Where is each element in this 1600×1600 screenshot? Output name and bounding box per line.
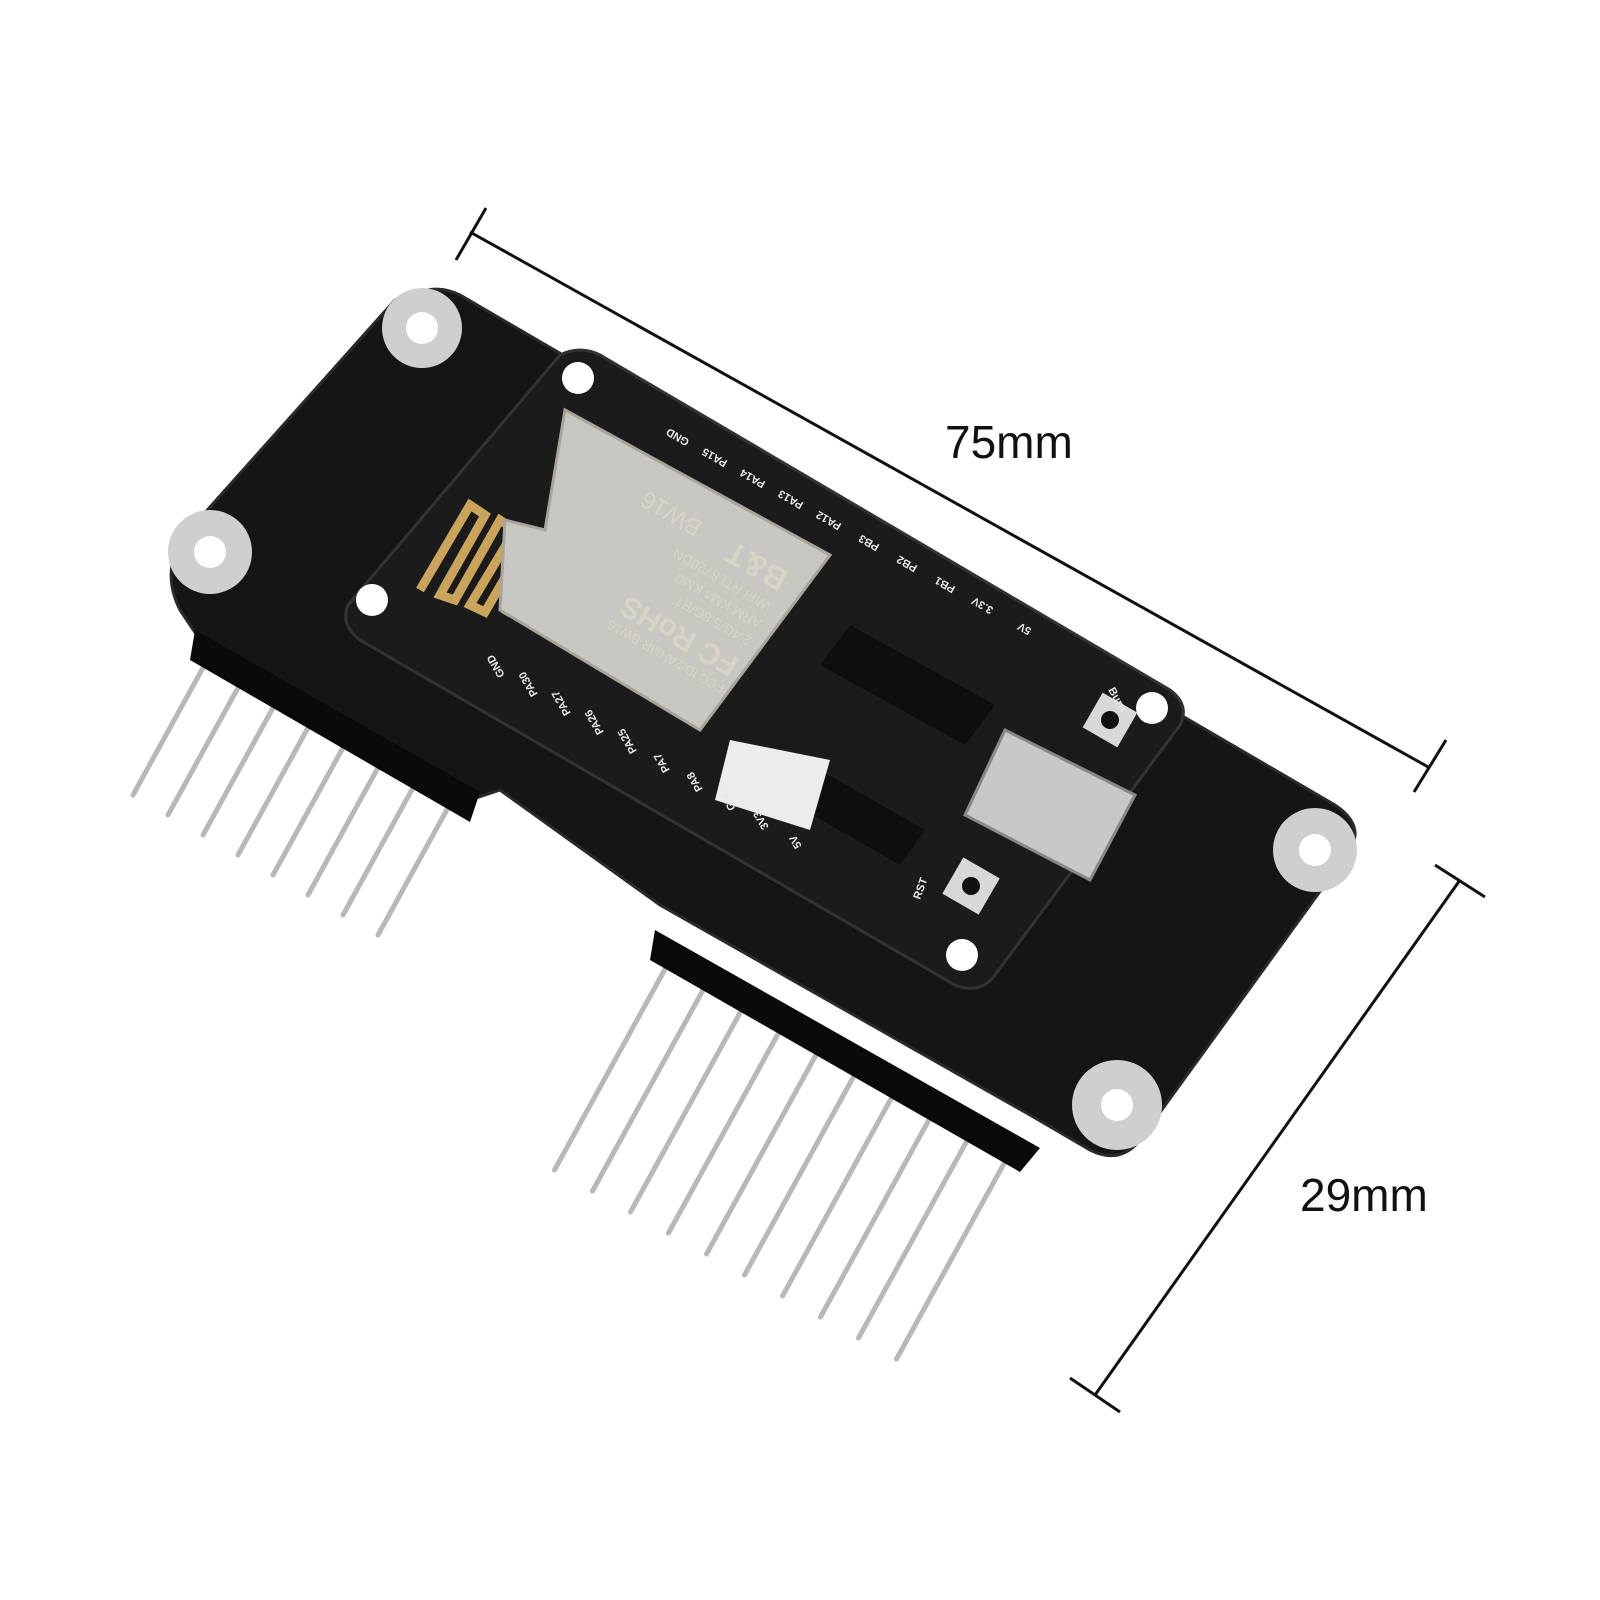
mounting-hole (382, 288, 462, 368)
usb-c-port[interactable] (963, 727, 1138, 883)
width-dimension-line (1093, 879, 1462, 1396)
header-pin (742, 1062, 863, 1278)
dev-board-hole (562, 362, 594, 394)
header-pin (130, 652, 213, 798)
header-pin (340, 772, 423, 918)
left-header-pins (130, 652, 458, 938)
header-pin (165, 672, 248, 818)
width-tick-end (1069, 1376, 1121, 1414)
header-pin (628, 999, 749, 1215)
mounting-hole (1273, 808, 1357, 892)
dimension-lines (454, 207, 1486, 1414)
length-tick-start (454, 207, 488, 261)
header-pin (200, 692, 283, 838)
right-header-pins (552, 957, 1015, 1362)
header-pin (270, 732, 353, 878)
width-dimension-label: 29mm (1300, 1169, 1428, 1221)
header-pin (856, 1125, 977, 1341)
header-pin (235, 712, 318, 858)
reset-button[interactable] (942, 857, 1000, 915)
dev-board-hole (946, 939, 978, 971)
header-pin (666, 1020, 787, 1236)
header-pin (894, 1146, 1015, 1362)
rgb-led (715, 740, 830, 830)
mounting-hole (1072, 1060, 1162, 1150)
usb-serial-chip (820, 625, 995, 745)
length-dimension-label: 75mm (945, 416, 1073, 468)
header-pin (818, 1104, 939, 1320)
dev-board-hole (356, 584, 388, 616)
width-tick-start (1434, 863, 1486, 899)
header-pin (305, 752, 388, 898)
wifi-module-shield: FCC ID:2AHMR-BW16 FC RoHS 2.4G/5.8G/BT A… (498, 407, 833, 732)
right-header (650, 930, 1040, 1172)
burn-button[interactable] (1082, 692, 1138, 748)
mounting-holes (168, 288, 1357, 1150)
length-dimension-line (469, 230, 1431, 770)
header-pin (590, 978, 711, 1194)
header-pin (704, 1041, 825, 1257)
length-tick-end (1412, 739, 1448, 793)
header-pin (780, 1083, 901, 1299)
header-pin (552, 957, 673, 1173)
regulator-chip (795, 770, 925, 865)
header-pin (375, 792, 458, 938)
mounting-hole (168, 510, 252, 594)
left-header (190, 630, 480, 822)
dev-board-hole (1136, 692, 1168, 724)
